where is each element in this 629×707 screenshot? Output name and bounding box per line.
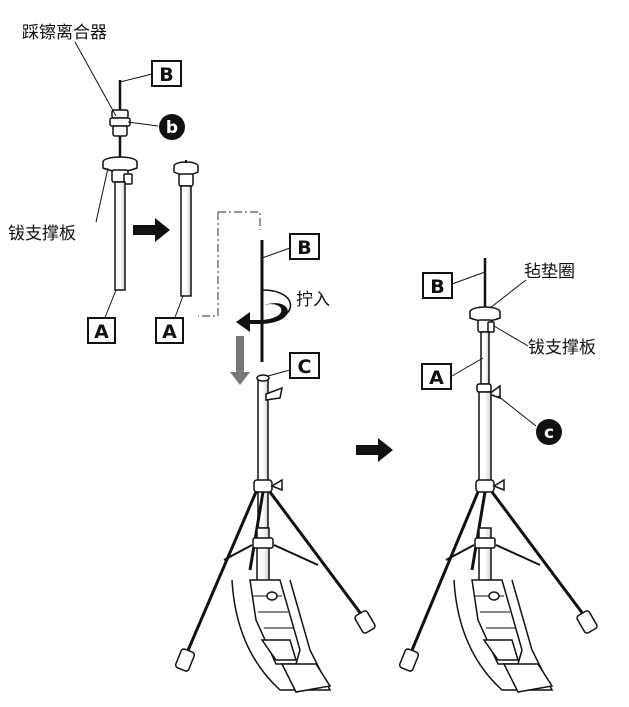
part-letter-a: A (429, 367, 444, 389)
arrow-right-icon (133, 218, 170, 242)
arrow-right-icon (356, 438, 393, 462)
leader-b-circle (127, 121, 159, 127)
leader-cup-left (95, 167, 109, 223)
clutch-rod-assembly (102, 80, 138, 291)
part-label-a-left: A (87, 317, 116, 344)
rotate-arrow-icon (236, 289, 292, 332)
leader-clutch (74, 41, 117, 117)
callout-circle-b: b (159, 114, 185, 140)
callout-letter-b: b (166, 118, 178, 138)
part-label-a-mid: A (155, 317, 184, 344)
label-cup-right: 钹支撑板 (528, 338, 596, 358)
part-letter-b: B (297, 237, 311, 259)
part-label-b-right: B (422, 272, 453, 299)
part-label-b-top: B (151, 60, 182, 87)
callout-letter-c: c (544, 423, 554, 443)
part-label-c: C (289, 352, 320, 379)
part-letter-b: B (159, 64, 173, 86)
dash-bracket (198, 211, 261, 317)
part-letter-a: A (94, 321, 109, 343)
label-screw-in: 拧入 (296, 290, 330, 310)
hihat-stand-right (398, 258, 598, 693)
down-arrow-icon (230, 336, 250, 385)
callout-circle-c: c (536, 419, 562, 445)
part-letter-c: C (298, 356, 312, 378)
label-felt: 毡垫圈 (524, 262, 575, 282)
part-letter-b: B (430, 276, 444, 298)
hihat-stand-middle (174, 374, 376, 693)
part-label-a-right: A (421, 363, 452, 390)
label-cup-left: 钹支撑板 (8, 224, 76, 244)
rod-a-separate (173, 160, 199, 297)
leader-a-left (103, 289, 117, 321)
part-letter-a: A (162, 321, 177, 343)
label-clutch: 踩镲离合器 (22, 23, 107, 43)
part-label-b-mid: B (289, 233, 320, 260)
